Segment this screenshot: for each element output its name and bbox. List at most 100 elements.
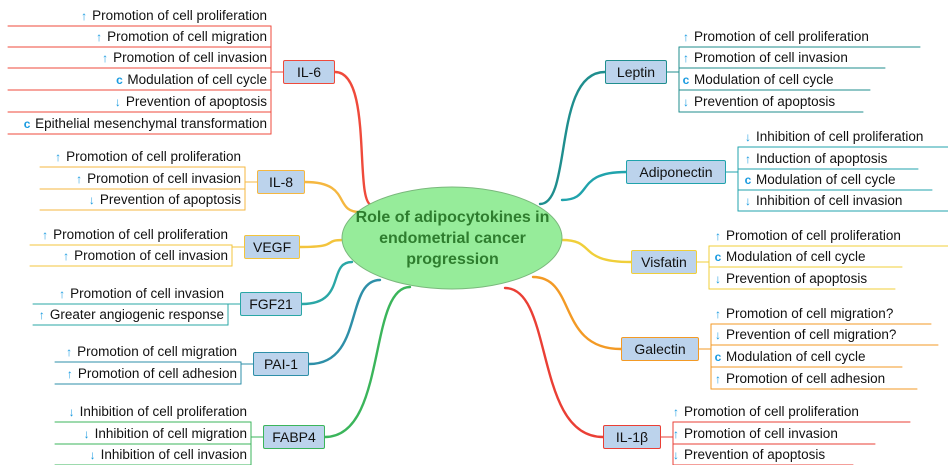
center-topic-label: Role of adipocytokines in endometrial ca… — [355, 209, 550, 268]
leaf-visfatin-1: c Modulation of cell cycle — [712, 248, 866, 266]
connector-adiponectin — [560, 170, 628, 202]
leaf-text: Promotion of cell migration — [107, 29, 267, 44]
leaf-text: Promotion of cell adhesion — [77, 366, 237, 381]
leaf-text: Promotion of cell invasion — [694, 50, 848, 65]
leaf-text: Promotion of cell migration — [77, 344, 237, 359]
leaf-adiponectin-1: ↑ Induction of apoptosis — [742, 150, 887, 168]
arrow-up-icon: ↑ — [63, 249, 70, 263]
leaf-text: Promotion of cell proliferation — [53, 227, 228, 242]
leaf-il1b-0: ↑ Promotion of cell proliferation — [670, 403, 859, 421]
leaf-vegf-0: ↑ Promotion of cell proliferation — [39, 226, 228, 244]
leaf-text: Modulation of cell cycle — [127, 72, 267, 87]
leaf-text: Modulation of cell cycle — [726, 249, 866, 264]
leaf-leptin-0: ↑Promotion of cell proliferation — [680, 28, 869, 46]
arrow-up-icon: ↑ — [59, 287, 66, 301]
arrow-up-icon: ↑ — [81, 9, 88, 23]
node-leptin: Leptin — [605, 60, 667, 84]
arrow-up-icon: ↑ — [96, 30, 103, 44]
arrow-down-icon: ↓ — [683, 95, 689, 109]
leaf-text: Prevention of apoptosis — [684, 447, 826, 462]
connector-fabp4 — [323, 285, 412, 439]
cycle-icon: c — [116, 73, 123, 87]
leaf-il8-0: ↑Promotion of cell proliferation — [52, 148, 241, 166]
connector-pai1 — [307, 278, 382, 366]
arrow-down-icon: ↓ — [114, 95, 121, 109]
arrow-down-icon: ↓ — [83, 427, 90, 441]
node-galectin: Galectin — [621, 337, 699, 361]
connector-il8 — [303, 180, 362, 214]
leaf-text: Inhibition of cell migration — [94, 426, 247, 441]
leaf-adiponectin-3: ↓ Inhibition of cell invasion — [742, 192, 902, 210]
arrow-down-icon: ↓ — [673, 448, 679, 462]
cycle-icon: c — [744, 173, 752, 187]
leaf-text: Prevention of apoptosis — [99, 192, 241, 207]
leaf-il6-0: ↑Promotion of cell proliferation — [78, 7, 267, 25]
arrow-up-icon: ↑ — [102, 51, 109, 65]
leaf-il8-2: ↓Prevention of apoptosis — [86, 191, 241, 209]
node-fgf21: FGF21 — [240, 292, 302, 316]
connector-visfatin — [560, 238, 633, 264]
leaf-text: Modulation of cell cycle — [694, 72, 834, 87]
leaf-text: Promotion of cell proliferation — [684, 404, 859, 419]
leaf-adiponectin-0: ↓Inhibition of cell proliferation — [742, 128, 923, 146]
leaf-fabp4-2: ↓ Inhibition of cell invasion — [87, 446, 247, 464]
leaf-visfatin-0: ↑ Promotion of cell proliferation — [712, 227, 901, 245]
leaf-text: Promotion of cell adhesion — [726, 371, 886, 386]
arrow-down-icon: ↓ — [68, 405, 75, 419]
leaf-galectin-1: ↓Prevention of cell migration? — [712, 326, 896, 344]
leaf-text: Induction of apoptosis — [756, 151, 888, 166]
cycle-icon: c — [23, 117, 31, 131]
arrow-up-icon: ↑ — [683, 51, 689, 65]
leaf-fabp4-0: ↓Inhibition of cell proliferation — [66, 403, 247, 421]
arrow-up-icon: ↑ — [42, 228, 49, 242]
cycle-icon: c — [682, 73, 690, 87]
arrow-up-icon: ↑ — [76, 172, 83, 186]
leaf-text: Promotion of cell proliferation — [66, 149, 241, 164]
leaf-pai1-1: ↑ Promotion of cell adhesion — [64, 365, 237, 383]
arrow-up-icon: ↑ — [66, 367, 73, 381]
leaf-text: Greater angiogenic response — [49, 307, 224, 322]
arrow-down-icon: ↓ — [745, 194, 751, 208]
arrow-down-icon: ↓ — [89, 448, 96, 462]
node-il1b: IL-1β — [603, 425, 661, 449]
leaf-il1b-2: ↓ Prevention of apoptosis — [670, 446, 825, 464]
leaf-il1b-1: ↑Promotion of cell invasion — [670, 425, 838, 443]
arrow-up-icon: ↑ — [673, 405, 679, 419]
leaf-text: Promotion of cell proliferation — [726, 228, 901, 243]
leaf-text: Prevention of apoptosis — [694, 94, 836, 109]
leaf-il6-4: ↓Prevention of apoptosis — [112, 93, 267, 111]
arrow-up-icon: ↑ — [715, 229, 721, 243]
connector-fgf21 — [300, 260, 354, 306]
arrow-up-icon: ↑ — [673, 427, 679, 441]
leaf-text: Inhibition of cell invasion — [756, 193, 903, 208]
arrow-up-icon: ↑ — [66, 345, 73, 359]
arrow-up-icon: ↑ — [715, 307, 721, 321]
leaf-text: Promotion of cell migration? — [726, 306, 894, 321]
connector-leptin — [538, 70, 607, 206]
connector-il6 — [333, 70, 374, 207]
node-il6: IL-6 — [283, 60, 335, 84]
leaf-fgf21-0: ↑Promotion of cell invasion — [56, 285, 224, 303]
leaf-text: Modulation of cell cycle — [756, 172, 896, 187]
leaf-text: Inhibition of cell invasion — [100, 447, 247, 462]
leaf-leptin-3: ↓ Prevention of apoptosis — [680, 93, 835, 111]
leaf-adiponectin-2: c Modulation of cell cycle — [742, 171, 896, 189]
node-fabp4: FABP4 — [263, 425, 325, 449]
leaf-galectin-3: ↑Promotion of cell adhesion — [712, 370, 885, 388]
leaf-il6-2: ↑Promotion of cell invasion — [99, 49, 267, 67]
leaf-text: Promotion of cell invasion — [74, 248, 228, 263]
center-topic-ellipse — [341, 186, 563, 290]
connector-galectin — [531, 275, 623, 351]
leaf-il6-1: ↑ Promotion of cell migration — [93, 28, 267, 46]
node-pai1: PAI-1 — [253, 352, 309, 376]
arrow-up-icon: ↑ — [745, 152, 751, 166]
leaf-text: Prevention of apoptosis — [726, 271, 868, 286]
cycle-icon: c — [714, 250, 722, 264]
leaf-il8-1: ↑Promotion of cell invasion — [73, 170, 241, 188]
cycle-icon: c — [714, 350, 722, 364]
leaf-text: Prevention of cell migration? — [726, 327, 897, 342]
arrow-down-icon: ↓ — [745, 130, 751, 144]
